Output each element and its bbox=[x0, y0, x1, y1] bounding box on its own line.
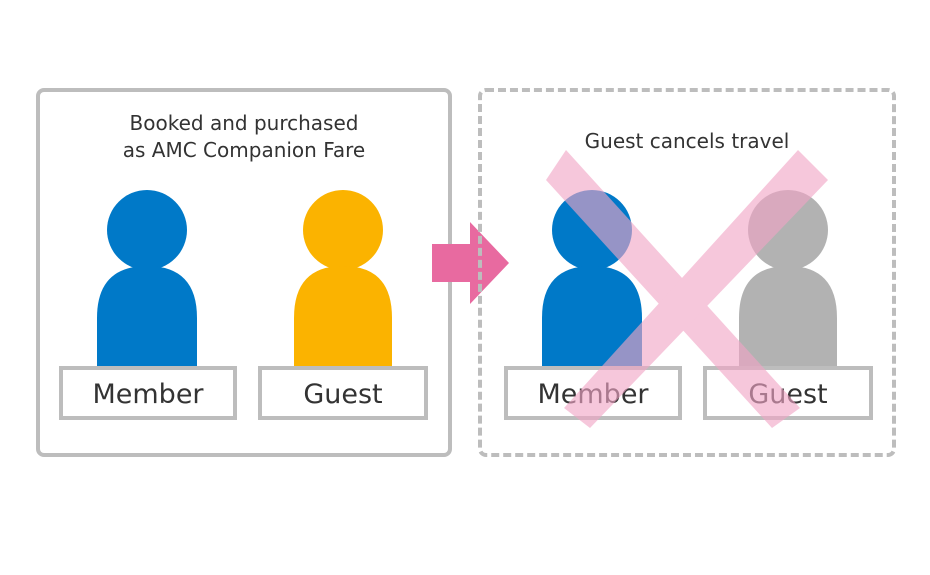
cancellation-panel-heading: Guest cancels travel bbox=[584, 129, 790, 153]
guest-label-after: Guest bbox=[748, 379, 828, 410]
member-icon bbox=[97, 190, 197, 366]
booking-panel-heading: Booked and purchased as AMC Companion Fa… bbox=[122, 111, 366, 162]
member-label-box-after: Member bbox=[504, 366, 682, 420]
transition-arrow-icon bbox=[432, 222, 509, 304]
member-label: Member bbox=[92, 379, 204, 410]
guest-label-box-after: Guest bbox=[703, 366, 873, 420]
member-label-after: Member bbox=[537, 379, 649, 410]
guest-icon bbox=[294, 190, 392, 366]
member-label-box: Member bbox=[59, 366, 237, 420]
guest-label-box: Guest bbox=[258, 366, 428, 420]
cancellation-panel bbox=[478, 88, 896, 457]
guest-label: Guest bbox=[303, 379, 383, 410]
